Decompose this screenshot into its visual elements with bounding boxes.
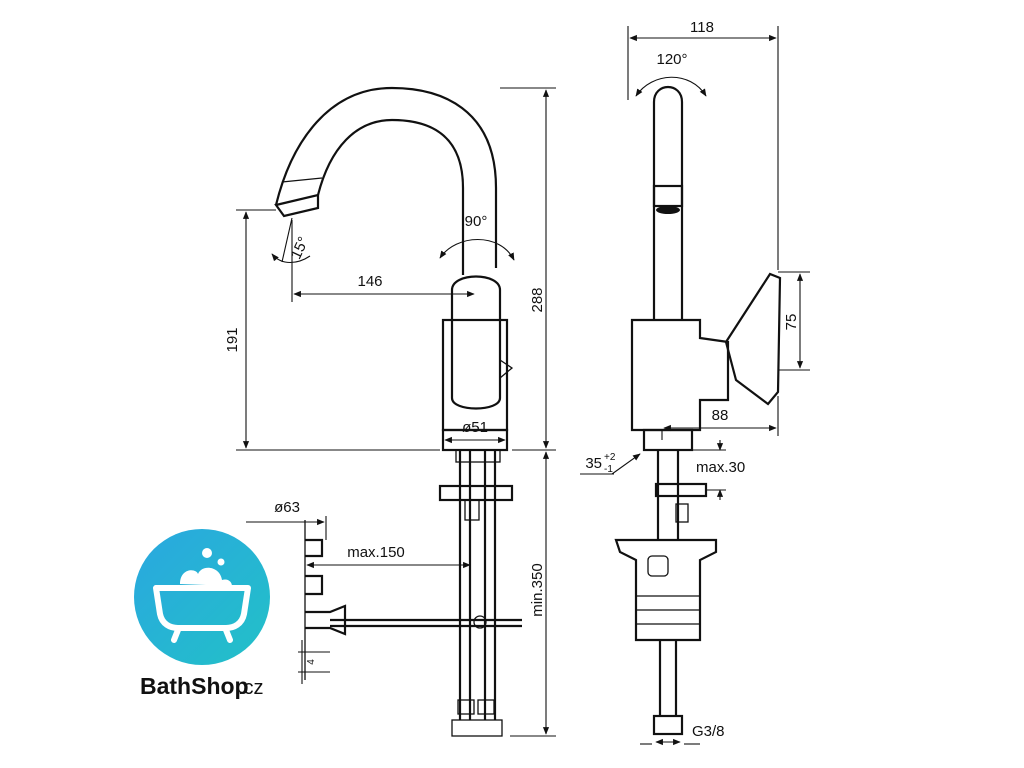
bathshop-logo: BathShop .cz <box>134 529 270 699</box>
logo-brand-suffix: .cz <box>238 677 264 699</box>
base-diameter-label: ø51 <box>462 419 488 436</box>
mounting-plate <box>438 484 514 502</box>
logo-brand-name: BathShop <box>140 673 249 699</box>
side-spout <box>652 86 684 320</box>
side-view: 118 120° 75 88 35 +2 -1 max.30 G3/8 <box>580 19 810 746</box>
handle <box>450 275 502 410</box>
hose-length-label: min.350 <box>529 563 546 616</box>
deck-tolerance-plus: +2 <box>604 452 616 463</box>
swivel-top-label: 120° <box>656 51 687 68</box>
logo-badge <box>134 529 270 665</box>
outlet-height-label: 191 <box>224 327 241 352</box>
small-dim-label: 4 <box>306 659 317 665</box>
deck-thickness-label: 35 <box>585 455 602 472</box>
deck-tolerance-minus: -1 <box>604 464 613 475</box>
pull-rod-label: max.150 <box>347 544 405 561</box>
spout-outer <box>274 86 498 268</box>
side-handle <box>724 272 782 406</box>
top-width-label: 118 <box>690 19 714 36</box>
handle-reach-label: 88 <box>712 407 729 424</box>
spout-inner <box>316 118 465 275</box>
deck-max-label: max.30 <box>696 459 745 476</box>
side-waste <box>614 538 718 642</box>
total-height-label: 288 <box>529 287 546 312</box>
spout-outlet <box>274 193 320 218</box>
front-view: 288 191 146 15° 90° ø51 min.350 ø63 max.… <box>224 86 556 737</box>
bathtub-icon <box>153 548 251 643</box>
spout-angle-label: 15° <box>287 234 312 262</box>
waste-diameter-label: ø63 <box>274 499 300 516</box>
spout-reach-label: 146 <box>357 273 382 290</box>
handle-height-label: 75 <box>783 314 800 331</box>
swivel-front-label: 90° <box>465 213 488 230</box>
connection-label: G3/8 <box>692 723 725 740</box>
